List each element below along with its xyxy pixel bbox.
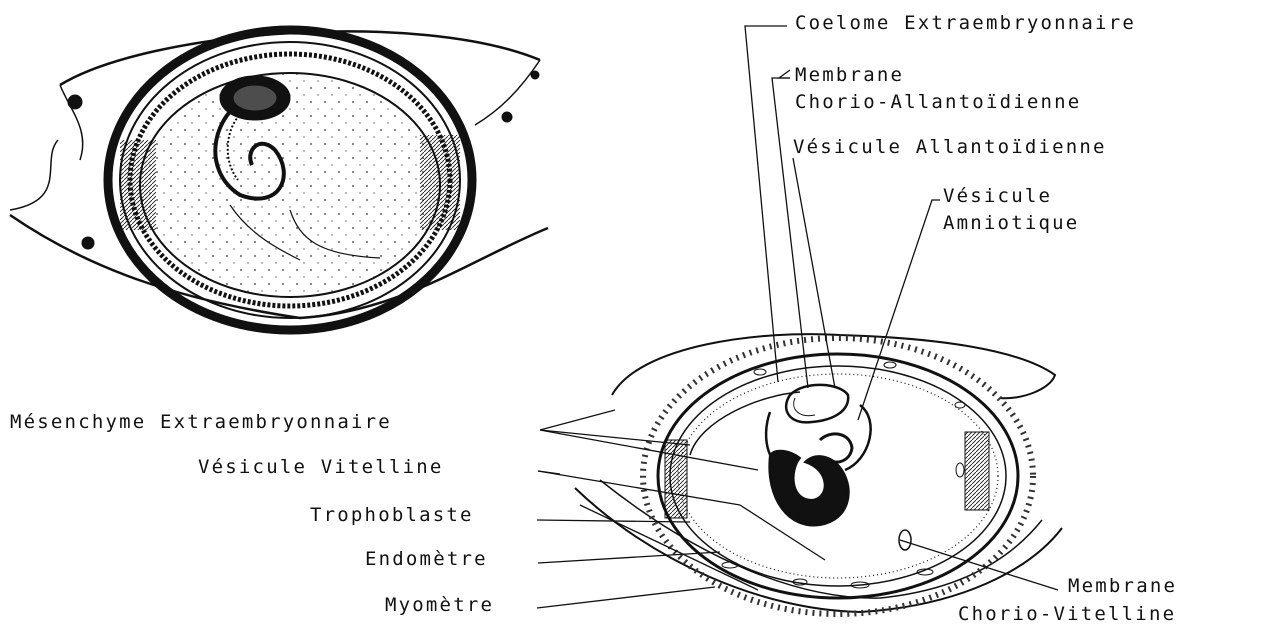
schematic-illustration xyxy=(575,334,1062,614)
label-membrane-chorio-vitelline-line1: Membrane xyxy=(1068,575,1177,597)
label-vesicule-allantoidienne: Vésicule Allantoïdienne xyxy=(793,136,1107,158)
label-membrane-chorio-allantoidienne-line1: Membrane xyxy=(795,64,904,86)
label-membrane-chorio-vitelline-line2: Chorio-Vitelline xyxy=(958,603,1176,625)
label-endometre: Endomètre xyxy=(365,548,488,570)
label-vesicule-amniotique-line2: Amniotique xyxy=(943,212,1079,234)
label-vesicule-vitelline: Vésicule Vitelline xyxy=(198,456,444,478)
label-mesenchyme-extraembryonnaire: Mésenchyme Extraembryonnaire xyxy=(10,411,392,433)
sketch-illustration xyxy=(10,30,548,330)
label-vesicule-amniotique-line1: Vésicule xyxy=(943,185,1052,207)
label-myometre: Myomètre xyxy=(385,594,494,616)
label-trophoblaste: Trophoblaste xyxy=(310,504,474,526)
label-membrane-chorio-allantoidienne-line2: Chorio-Allantoïdienne xyxy=(795,91,1081,113)
label-coelome-extraembryonnaire: Coelome Extraembryonnaire xyxy=(795,12,1136,34)
